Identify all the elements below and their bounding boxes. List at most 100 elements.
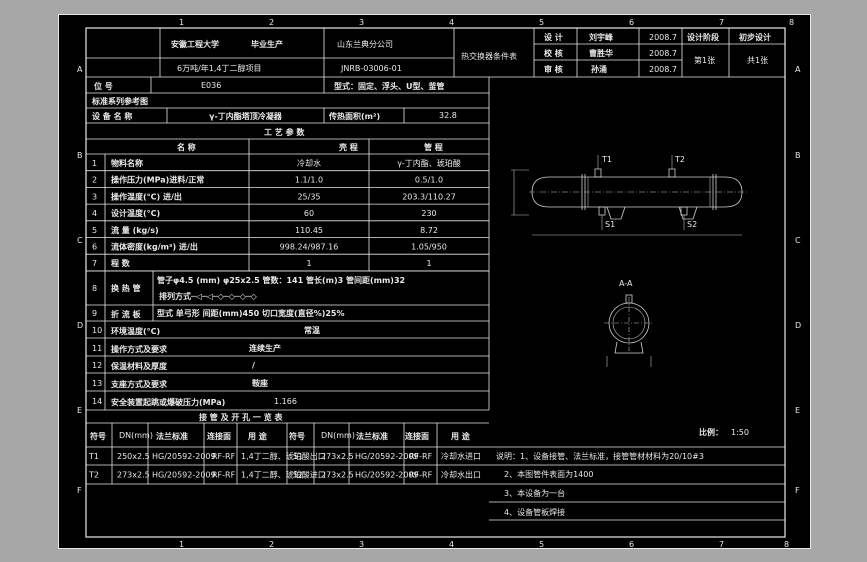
date-review: 2008.7	[649, 65, 677, 74]
grid-row-b: B	[77, 151, 83, 160]
saf-value: 1.166	[274, 397, 297, 406]
stage-value: 初步设计	[739, 32, 771, 42]
note-2: 2、本图管件表面为1400	[504, 469, 593, 479]
company-name: 山东兰典分公司	[337, 39, 393, 49]
sup-number: 13	[92, 379, 102, 388]
nozzle-face: RF-RF	[212, 471, 236, 480]
grid-col-4-bottom: 4	[449, 540, 454, 549]
nozzle-sym: T1	[88, 452, 99, 461]
process-row-tube: 1	[426, 259, 431, 268]
grid-row-d-right: D	[795, 321, 801, 330]
op-number: 11	[92, 344, 102, 353]
nozzle-head-dn-right: DN(mm)	[321, 431, 355, 440]
nozzle-dn: 273x2.5	[117, 471, 150, 480]
nozzle-std: HG/20592-2009	[152, 471, 216, 480]
type-label: 型式：固定、浮头、U型、釜管	[334, 81, 445, 91]
nozzle-dn: 273x2.5	[321, 471, 354, 480]
nozzle-sym: S2	[293, 471, 303, 480]
op-label: 操作方式及要求	[111, 344, 168, 354]
grid-col-4: 4	[449, 18, 454, 27]
heat-exchanger-drawing: T1 T2 S1 S2 A-A	[511, 155, 749, 367]
note-1: 说明：1、设备接管、法兰标准，接管管材材料为20/10#3	[496, 451, 704, 461]
name-label: 设 备 名 称	[92, 111, 132, 121]
process-row-name: 流体密度(kg/m³) 进/出	[111, 242, 198, 252]
grid-row-a-right: A	[795, 65, 801, 74]
process-row-no: 2	[92, 176, 97, 185]
hx-line2: 排列方式─◁─◁─◇─◇─◇─◇	[159, 291, 258, 301]
sup-label: 支座方式及要求	[110, 379, 168, 389]
process-row-tube: 1.05/950	[411, 243, 447, 252]
project-name: 6万吨/年1,4丁二醇项目	[177, 63, 262, 73]
col-head-shell: 壳 程	[338, 142, 358, 152]
sheet-total: 共1张	[747, 56, 768, 65]
nozzle-head-face-right: 连接面	[405, 431, 429, 441]
process-row-shell: 冷却水	[297, 158, 321, 168]
notes: 比例： 1:50 说明：1、设备接管、法兰标准，接管管材材料为20/10#3 2…	[489, 427, 785, 521]
label-s1: S1	[605, 220, 615, 229]
nozzle-head-std-right: 法兰标准	[356, 431, 388, 441]
nozzle-std: HG/20592-2009	[355, 452, 419, 461]
env-value: 常温	[304, 325, 320, 335]
nozzle-sym: S1	[293, 452, 303, 461]
note-3: 3、本设备为一台	[504, 488, 565, 498]
env-number: 10	[92, 326, 102, 335]
nozzle-std: HG/20592-2009	[152, 452, 216, 461]
process-section-title: 工 艺 参 数	[264, 127, 305, 137]
nozzle-use: 冷却水进口	[441, 451, 481, 461]
process-row-name: 操作压力(MPa)进料/正常	[111, 175, 204, 185]
baffle-label: 折 流 板	[111, 309, 142, 319]
nozzle-face: RF-RF	[409, 471, 433, 480]
date-design: 2008.7	[649, 33, 677, 42]
grid-row-a: A	[77, 65, 83, 74]
tag-label: 位 号	[94, 81, 113, 91]
grid-col-8: 8	[789, 18, 794, 27]
label-t1: T1	[601, 155, 612, 164]
graduation-label: 毕业生产	[251, 39, 283, 49]
nozzle-head-sym-left: 符号	[90, 431, 106, 441]
process-row-shell: 60	[304, 209, 314, 218]
grid-col-7-bottom: 7	[719, 540, 724, 549]
process-row-no: 6	[92, 243, 97, 252]
nozzle-head-sym-right: 符号	[289, 431, 305, 441]
grid-row-e-right: E	[795, 406, 800, 415]
scale-label: 比例：	[699, 427, 723, 437]
process-row-no: 1	[92, 159, 97, 168]
saf-label: 安全装置起跳或爆破压力(MPa)	[111, 397, 225, 407]
header-rows: 位 号 E036 型式：固定、浮头、U型、釜管 标准系列参考图 设 备 名 称 …	[86, 77, 490, 410]
grid-col-3: 3	[359, 18, 364, 27]
grid-col-1: 1	[179, 18, 184, 27]
label-section-aa: A-A	[619, 279, 633, 288]
std-label: 标准系列参考图	[91, 96, 148, 106]
process-row-tube: 8.72	[420, 226, 438, 235]
baffle-number: 9	[92, 309, 97, 318]
nozzle-head-use-left: 用 途	[247, 431, 268, 441]
grid-col-6-bottom: 6	[629, 540, 634, 549]
ins-number: 12	[92, 361, 102, 370]
grid-col-5-bottom: 5	[539, 540, 544, 549]
process-row-tube: 0.5/1.0	[415, 176, 443, 185]
grid-row-f-right: F	[795, 486, 800, 495]
nozzle-dn: 250x2.5	[117, 452, 150, 461]
name-design: 刘宇峰	[589, 32, 613, 42]
grid-row-c: C	[77, 236, 83, 245]
env-label: 环境温度(°C)	[111, 326, 160, 336]
col-head-name: 名 称	[177, 142, 196, 152]
name-check: 曹胜华	[589, 48, 613, 58]
process-row-name: 流 量 (kg/s)	[111, 225, 159, 235]
nozzle-sym: T2	[88, 471, 99, 480]
grid-markers: 1 2 3 4 5 6 7 8 1 2 3 4 5 6 7 8 A B C D …	[77, 18, 801, 549]
saf-number: 14	[92, 397, 102, 406]
baffle-text: 型式 单弓形 间距(mm)450 切口宽度(直径%)25%	[157, 308, 345, 318]
role-design: 设 计	[544, 32, 563, 42]
nozzle-face: RF-RF	[409, 452, 433, 461]
grid-col-8-bottom: 8	[784, 540, 789, 549]
process-row-tube: 203.3/110.27	[402, 192, 456, 201]
nozzle-use: 1,4丁二醇、琥珀酸出口	[241, 451, 326, 461]
drawing-title: 热交换器条件表	[461, 51, 517, 61]
note-4: 4、设备管板焊接	[504, 507, 565, 517]
ins-label: 保温材料及厚度	[110, 361, 168, 371]
grid-col-2-bottom: 2	[269, 540, 274, 549]
scale-value: 1:50	[731, 428, 749, 437]
